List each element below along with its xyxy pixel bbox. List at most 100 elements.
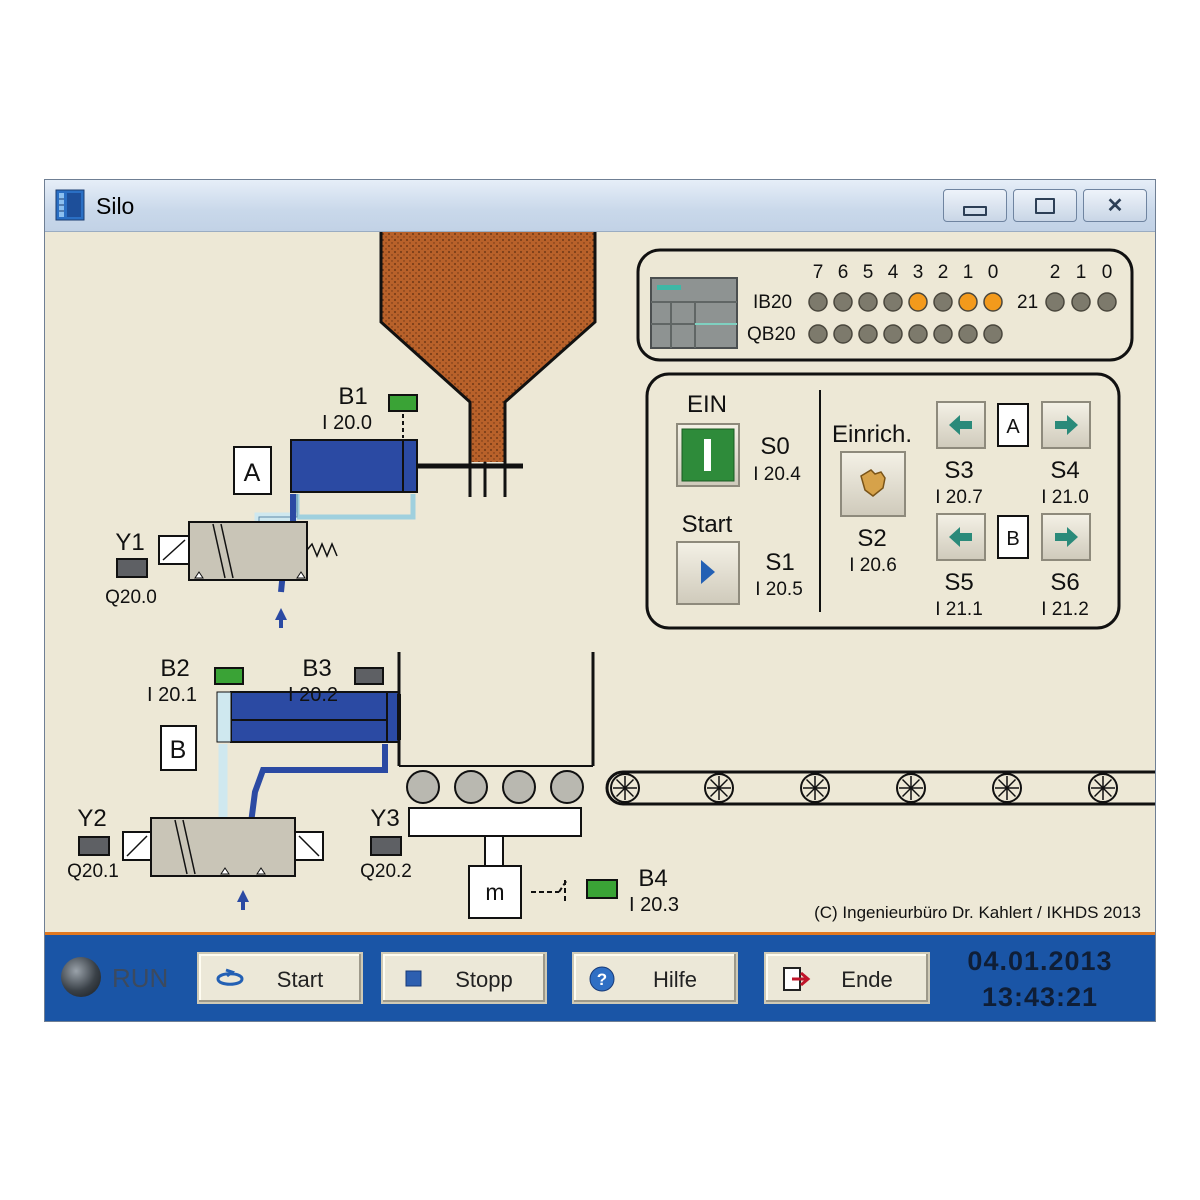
qb20-led-0 xyxy=(808,324,828,344)
app-icon xyxy=(55,189,85,221)
qb20-led-4 xyxy=(908,324,928,344)
bit-label-4: 4 xyxy=(888,262,899,283)
s1-name: S1 xyxy=(765,549,794,576)
s6-name: S6 xyxy=(1050,569,1079,596)
ein-switch-button[interactable] xyxy=(676,423,740,487)
cylinder-b-tag xyxy=(160,725,197,771)
qb20-led-3 xyxy=(883,324,903,344)
bit-label-0: 0 xyxy=(988,262,999,283)
ib20-led-5 xyxy=(933,292,953,312)
belt-wheel xyxy=(896,773,926,803)
qb20-led-1 xyxy=(833,324,853,344)
valve-y2-addr: Q20.1 xyxy=(67,861,119,882)
maximize-button[interactable] xyxy=(1013,189,1077,222)
ib21-label: 21 xyxy=(1017,292,1038,313)
minimize-button[interactable] xyxy=(943,189,1007,222)
sensor-b4-name: B4 xyxy=(638,865,667,892)
maximize-icon xyxy=(1035,197,1055,214)
belt-wheel xyxy=(992,773,1022,803)
sensor-b1-addr: I 20.0 xyxy=(322,412,372,434)
s6-addr: I 21.2 xyxy=(1041,599,1089,620)
s5-left-button[interactable] xyxy=(936,513,986,561)
cylinder-b-label: B xyxy=(170,736,187,764)
end-button-label: Ende xyxy=(841,967,893,992)
s3-left-button[interactable] xyxy=(936,401,986,449)
s3-name: S3 xyxy=(944,457,973,484)
einrich-label: Einrich. xyxy=(832,421,912,448)
ib20-led-0 xyxy=(808,292,828,312)
cylinder-b xyxy=(216,691,401,855)
hand-icon xyxy=(860,469,886,497)
ib21-leds xyxy=(1045,292,1117,312)
ib20-led-3 xyxy=(883,292,903,312)
bit21-label-1: 1 xyxy=(1076,262,1087,283)
clock-display: 04.01.2013 13:43:21 xyxy=(935,943,1145,1015)
ib20-led-6 xyxy=(958,292,978,312)
belt-conveyor xyxy=(605,770,1155,806)
arrow-left-icon xyxy=(949,415,972,435)
cycle-icon xyxy=(216,968,244,986)
footer-bar: RUN Start Stopp ? Hilfe xyxy=(45,932,1155,1021)
sensor-b1-name: B1 xyxy=(338,383,367,410)
date-text: 04.01.2013 xyxy=(967,946,1113,976)
bit-label-5: 5 xyxy=(863,262,874,283)
motor-box xyxy=(468,865,522,919)
stop-button-label: Stopp xyxy=(455,967,513,992)
process-canvas: A B1 I 20.0 Y1 Q20.0 xyxy=(67,232,1155,922)
qb20-led-2 xyxy=(858,324,878,344)
start-panel-label: Start xyxy=(682,511,733,538)
s4-addr: I 21.0 xyxy=(1041,487,1089,508)
einrich-button[interactable] xyxy=(840,451,906,517)
time-text: 13:43:21 xyxy=(981,982,1099,1012)
ib20-leds xyxy=(808,292,1003,312)
motor-label: m xyxy=(485,879,504,905)
help-button[interactable]: ? Hilfe xyxy=(572,952,738,1004)
minimize-icon xyxy=(963,205,987,216)
run-status-led xyxy=(61,957,101,997)
qb20-led-7 xyxy=(983,324,1003,344)
start-panel-button[interactable] xyxy=(676,541,740,605)
jog-b-label: B xyxy=(1006,528,1019,550)
ib20-led-7 xyxy=(983,292,1003,312)
s1-addr: I 20.5 xyxy=(755,579,803,600)
end-button[interactable]: Ende xyxy=(764,952,930,1004)
s2-name: S2 xyxy=(857,525,886,552)
jog-a-tag xyxy=(997,403,1029,447)
sensor-b4-addr: I 20.3 xyxy=(629,894,679,916)
silo-window: Silo ✕ xyxy=(44,179,1156,1022)
window-title: Silo xyxy=(96,193,135,219)
sensor-b3-addr: I 20.2 xyxy=(288,684,338,706)
valve-y1-led xyxy=(116,558,148,578)
ib20-led-2 xyxy=(858,292,878,312)
exit-icon xyxy=(783,967,811,991)
sensor-b3-name: B3 xyxy=(302,655,331,682)
plc-io-panel xyxy=(636,248,1134,362)
s4-right-button[interactable] xyxy=(1041,401,1091,449)
s0-name: S0 xyxy=(760,433,789,460)
arrow-left-icon xyxy=(949,527,972,547)
qb20-led-6 xyxy=(958,324,978,344)
bit-label-6: 6 xyxy=(838,262,849,283)
title-bar[interactable]: Silo ✕ xyxy=(45,180,1155,232)
start-button-label: Start xyxy=(276,967,324,992)
valve-y2 xyxy=(122,817,324,910)
close-button[interactable]: ✕ xyxy=(1083,189,1147,222)
roller-conveyor xyxy=(397,652,595,919)
belt-wheel xyxy=(704,773,734,803)
valve-y2-led xyxy=(78,836,110,856)
ib20-label: IB20 xyxy=(753,292,792,313)
bit21-label-0: 0 xyxy=(1102,262,1113,283)
jog-b-tag xyxy=(997,515,1029,559)
start-button[interactable]: Start xyxy=(197,952,363,1004)
belt-wheel xyxy=(800,773,830,803)
cylinder-a xyxy=(254,439,523,593)
belt-wheel xyxy=(610,773,640,803)
help-button-label: Hilfe xyxy=(652,967,697,992)
sensor-b3-led xyxy=(354,667,384,685)
stop-button[interactable]: Stopp xyxy=(381,952,547,1004)
ib21-led-1 xyxy=(1071,292,1091,312)
s6-right-button[interactable] xyxy=(1041,513,1091,561)
help-icon: ? xyxy=(589,966,615,992)
